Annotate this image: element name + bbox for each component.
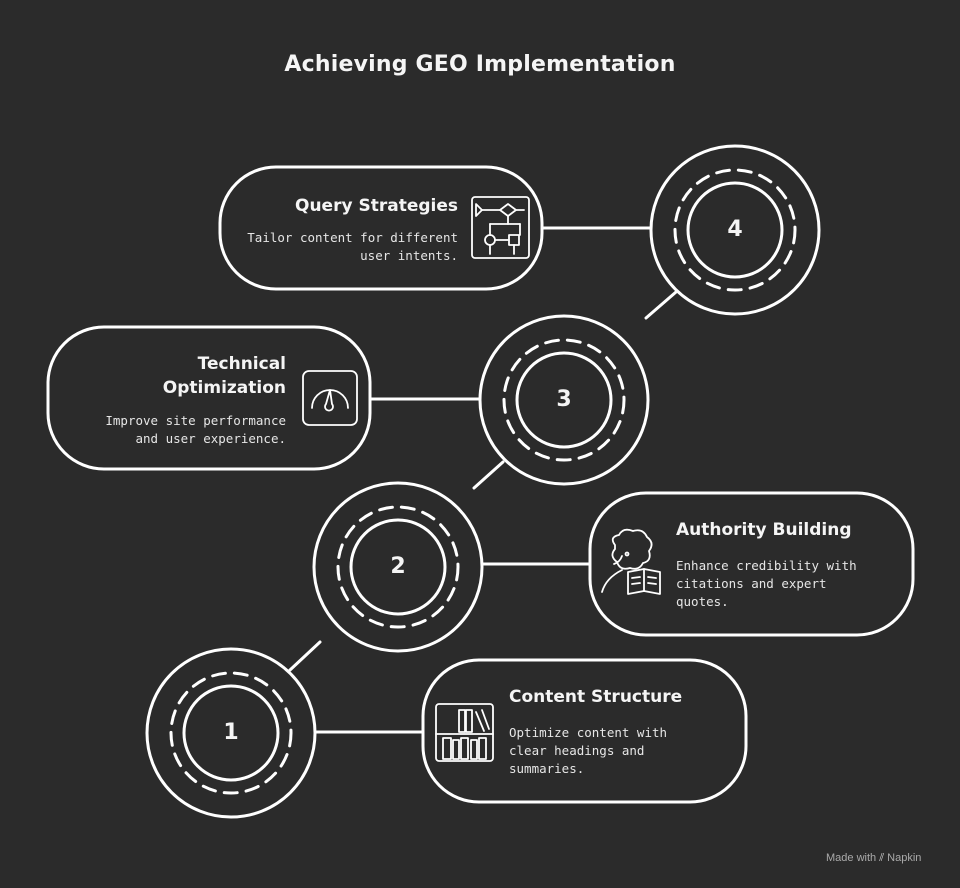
step-4-number: 4 — [727, 217, 743, 242]
footer-prefix: Made with — [826, 852, 877, 864]
step-2-heading: Authority Building — [676, 520, 852, 540]
step-2-number: 2 — [390, 554, 406, 579]
napkin-logo-icon: ⫽ — [879, 852, 885, 864]
step-1-heading: Content Structure — [509, 687, 683, 707]
step-4-circle — [649, 144, 821, 316]
step-1-description: Optimize content with clear headings and… — [509, 725, 668, 776]
step-4-heading: Query Strategies — [295, 196, 458, 216]
connector-2-3 — [472, 460, 505, 490]
speedometer-icon — [302, 370, 358, 426]
made-with-napkin[interactable]: Made with ⫽ Napkin — [826, 852, 921, 865]
card-authority-building — [588, 491, 915, 637]
diagram-title: Achieving GEO Implementation — [284, 52, 676, 77]
connector-1-2 — [288, 640, 322, 672]
reading-person-icon — [601, 528, 661, 595]
flowchart-icon — [471, 196, 530, 259]
step-3-description: Improve site performance and user experi… — [105, 413, 286, 446]
card-query-strategies — [218, 165, 544, 291]
bookshelf-icon — [435, 703, 494, 762]
step-3-number: 3 — [556, 387, 572, 412]
step-3-circle — [478, 314, 650, 486]
step-2-circle — [312, 481, 484, 653]
step-3-heading: Technical Optimization — [162, 354, 286, 398]
card-content-structure — [421, 658, 748, 804]
footer-brand: Napkin — [887, 852, 922, 864]
step-1-number: 1 — [223, 720, 239, 745]
step-4-description: Tailor content for different user intent… — [247, 230, 458, 263]
step-2-description: Enhance credibility with citations and e… — [676, 558, 857, 609]
connector-3-4 — [644, 290, 678, 320]
card-technical-optimization — [46, 325, 372, 471]
